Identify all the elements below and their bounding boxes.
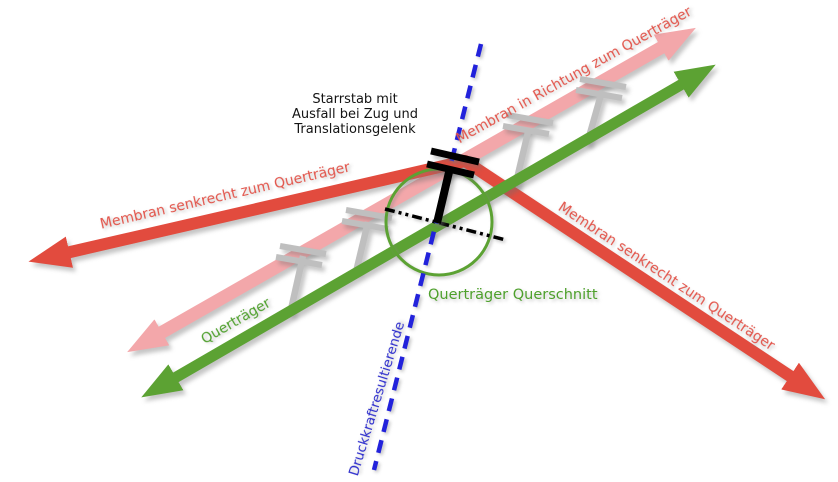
rigid-rod-note-line3: Translationsgelenk [293, 122, 416, 137]
rigid-rod-note-line1: Starrstab mit [312, 92, 397, 107]
rigid-rod-cap [426, 160, 475, 179]
label-membrane-in-direction: Membran in Richtung zum Querträger [454, 4, 695, 147]
rigid-rod-bar [433, 167, 454, 224]
rigid-rod-note: Starrstab mit Ausfall bei Zug und Transl… [292, 92, 418, 137]
membrane-perpendicular-arrow [28, 155, 826, 400]
diagram-labels: Membran senkrecht zum Querträger Membran… [99, 4, 778, 478]
rigid-rod-symbol [426, 147, 480, 224]
label-compression-resultant: Druckkraftresultierende [346, 320, 408, 478]
crossbeam-shaft [141, 64, 716, 398]
crossbeam-arrow [141, 64, 716, 398]
rigid-rod-note-line2: Ausfall bei Zug und [292, 107, 418, 122]
dash-dot-axis [384, 207, 507, 242]
label-membrane-perpendicular-right: Membran senkrecht zum Querträger [555, 199, 777, 354]
membrane-perpendicular-shaft [28, 155, 826, 400]
compression-resultant-line [371, 43, 484, 471]
rigid-rod-cap [430, 147, 480, 166]
label-crossbeam-cross-section: Querträger Querschnitt [428, 287, 598, 303]
